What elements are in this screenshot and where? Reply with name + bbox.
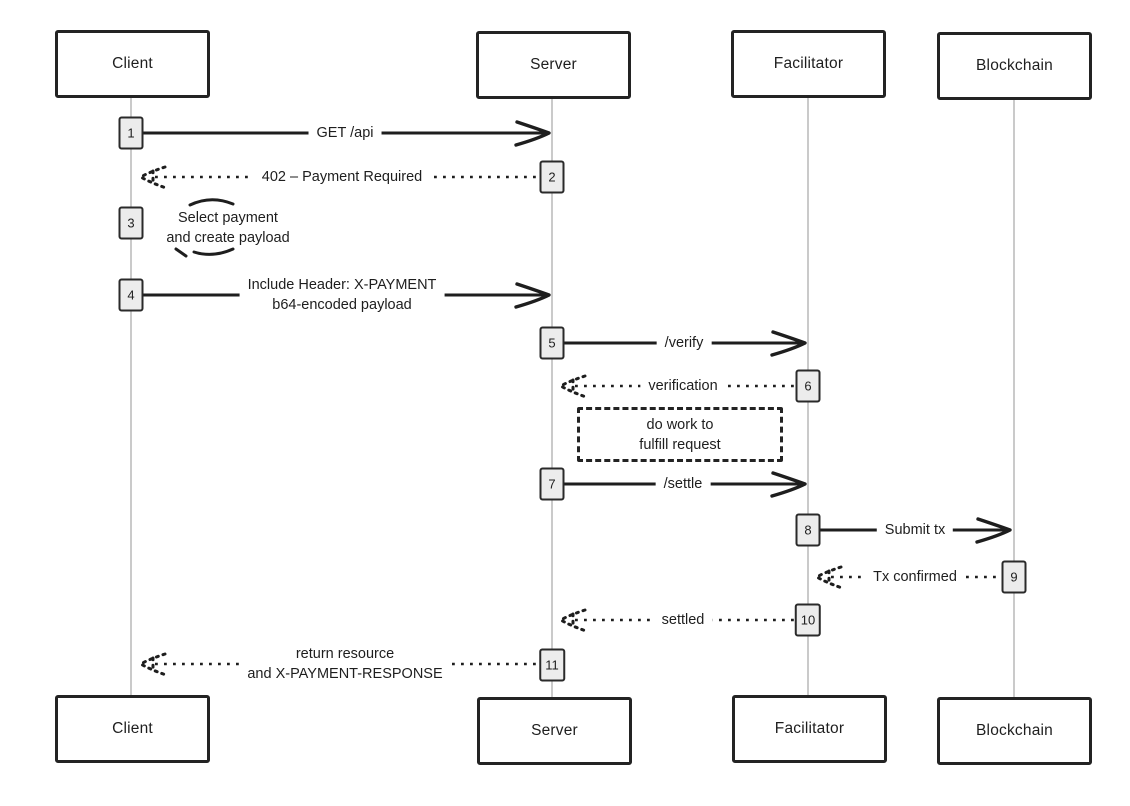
arrowhead-right-icon <box>514 120 551 147</box>
seq-chip-10: 10 <box>794 603 822 637</box>
seq-chip-2: 2 <box>539 160 565 194</box>
arrowhead-right-icon <box>770 471 807 498</box>
actor-label: Client <box>112 720 153 737</box>
actor-label: Facilitator <box>774 720 845 737</box>
arrow-tx-confirmed <box>814 565 1001 590</box>
message-label-verification: verification <box>640 375 726 397</box>
arrowhead-right-icon <box>514 282 551 309</box>
actor-facilitator-bottom: Facilitator <box>732 695 887 763</box>
message-label-verify: /verify <box>656 332 712 354</box>
actor-client-top: Client <box>55 30 210 98</box>
message-line: and X-PAYMENT-RESPONSE <box>247 666 443 682</box>
arrowhead-left-dotted-icon <box>138 652 168 677</box>
arrowhead-right-icon <box>770 330 807 357</box>
message-label-x-payment: Include Header: X-PAYMENT b64-encoded pa… <box>239 274 445 316</box>
actor-blockchain-top: Blockchain <box>937 32 1092 100</box>
message-label-get-api: GET /api <box>308 122 382 144</box>
message-label-settle: /settle <box>655 473 711 495</box>
message-line: return resource <box>295 646 395 662</box>
actor-label: Client <box>112 55 153 72</box>
actor-label: Facilitator <box>773 55 844 72</box>
seq-chip-4: 4 <box>118 278 144 312</box>
seq-chip-7: 7 <box>539 467 565 501</box>
arrowhead-right-icon <box>975 517 1012 544</box>
actor-label: Blockchain <box>976 57 1053 74</box>
message-line: Include Header: X-PAYMENT <box>247 277 437 293</box>
message-label-tx-confirmed: Tx confirmed <box>865 566 965 588</box>
message-line: b64-encoded payload <box>272 297 412 313</box>
actor-label: Blockchain <box>976 722 1053 739</box>
seq-chip-11: 11 <box>539 648 565 682</box>
actor-facilitator-top: Facilitator <box>731 30 886 98</box>
actor-label: Server <box>531 722 578 739</box>
seq-chip-8: 8 <box>795 513 821 547</box>
actor-blockchain-bottom: Blockchain <box>937 697 1092 765</box>
arrow-return-resource <box>138 652 539 677</box>
arrowhead-left-dotted-icon <box>814 565 844 590</box>
arrow-402-payment-required <box>138 165 539 190</box>
seq-chip-9: 9 <box>1001 560 1027 594</box>
note-line: Select payment <box>178 210 278 226</box>
seq-chip-5: 5 <box>539 326 565 360</box>
arrowhead-left-dotted-icon <box>138 165 168 190</box>
seq-chip-3: 3 <box>118 206 144 240</box>
message-label-return-resource: return resource and X-PAYMENT-RESPONSE <box>239 643 451 685</box>
message-label-402: 402 – Payment Required <box>253 166 431 188</box>
note-squiggle-icon <box>174 198 235 258</box>
arrowhead-left-dotted-icon <box>558 374 588 399</box>
message-label-submit-tx: Submit tx <box>876 519 954 541</box>
actor-client-bottom: Client <box>55 695 210 763</box>
seq-chip-6: 6 <box>795 369 821 403</box>
actor-label: Server <box>530 56 577 73</box>
actor-server-bottom: Server <box>477 697 632 765</box>
message-label-settled: settled <box>653 609 713 631</box>
work-note-line: fulfill request <box>639 436 721 453</box>
work-note-line: do work to <box>646 416 714 433</box>
note-line: and create payload <box>166 230 290 246</box>
actor-server-top: Server <box>476 31 631 99</box>
arrowhead-left-dotted-icon <box>558 608 588 633</box>
note-select-payment: Select payment and create payload <box>158 207 297 249</box>
seq-chip-1: 1 <box>118 116 144 150</box>
work-note-box: do work to fulfill request <box>577 407 783 462</box>
